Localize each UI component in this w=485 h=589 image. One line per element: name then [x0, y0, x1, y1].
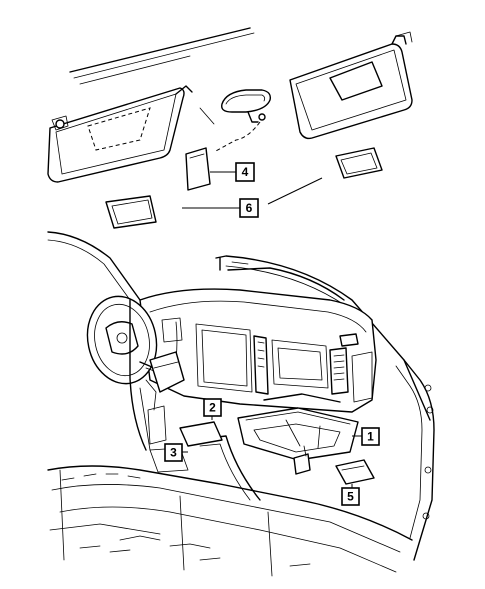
callout-4: 4	[235, 162, 255, 182]
svg-text:1: 1	[367, 430, 374, 444]
callout-3: 3	[164, 443, 183, 462]
svg-text:3: 3	[170, 446, 177, 460]
instrument-panel	[139, 288, 377, 413]
svg-text:4: 4	[242, 165, 249, 179]
steering-column	[145, 351, 185, 411]
floor-carpet	[47, 435, 413, 577]
windshield-frame	[47, 231, 431, 421]
mirror-mount-pad	[185, 147, 211, 191]
headliner-edge	[69, 27, 255, 85]
visor-insert-panels	[105, 147, 383, 229]
left-sun-visor	[47, 85, 193, 183]
callout-6: 6	[239, 198, 259, 218]
rearview-mirror	[199, 89, 272, 153]
leader-6-right	[267, 177, 323, 205]
glove-box	[237, 393, 359, 461]
svg-text:5: 5	[347, 490, 354, 504]
svg-text:2: 2	[209, 401, 216, 415]
callout-5: 5	[341, 487, 360, 506]
floor-insulator-pads	[149, 421, 223, 473]
glovebox-lamp-parts	[293, 445, 375, 485]
right-sun-visor	[289, 31, 413, 140]
callout-2: 2	[203, 398, 222, 417]
callout-1: 1	[361, 427, 380, 446]
svg-text:6: 6	[246, 201, 253, 215]
right-door-opening	[395, 359, 435, 561]
left-kick-panel	[129, 299, 167, 451]
